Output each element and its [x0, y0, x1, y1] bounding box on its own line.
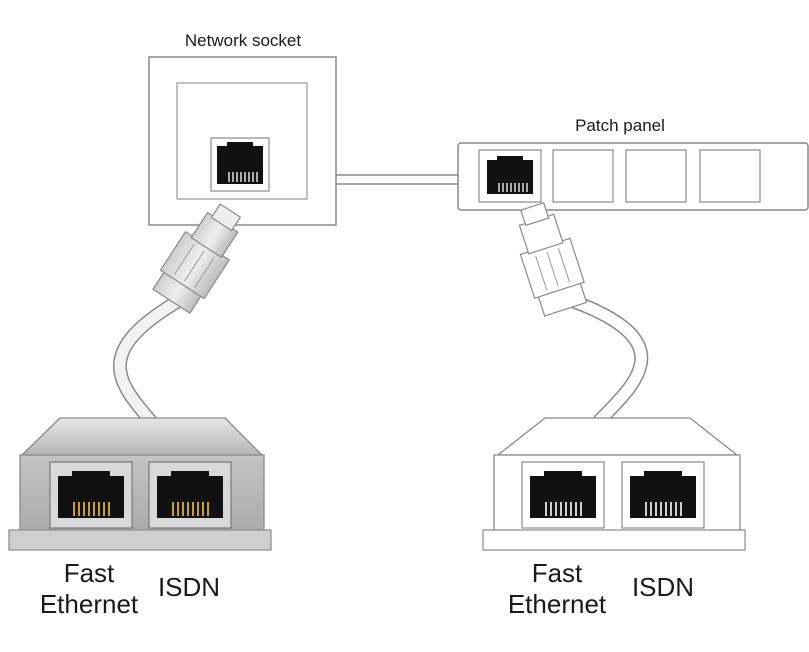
- socket-panel-link: [336, 174, 460, 185]
- right-splitter-base: [482, 529, 746, 551]
- left-splitter-port-isdn: [148, 461, 232, 529]
- left-splitter-port-fast-ethernet: [49, 461, 133, 529]
- left-splitter-base: [8, 529, 272, 551]
- left-port1-label-line2: Ethernet: [40, 589, 139, 619]
- right-port1-label-line1: Fast: [532, 558, 583, 588]
- patch-panel-empty-slot: [699, 149, 761, 203]
- left-splitter-top: [20, 417, 264, 456]
- patch-panel: Patch panel: [457, 116, 809, 211]
- network-socket-label: Network socket: [185, 31, 301, 50]
- right-rj45-plug: [518, 202, 588, 317]
- left-port1-label-line1: Fast: [64, 558, 115, 588]
- right-splitter-port-fast-ethernet: [521, 461, 605, 529]
- network-socket: Network socket: [148, 31, 337, 226]
- right-port1-label-line2: Ethernet: [508, 589, 607, 619]
- socket-rj45-jack: [210, 137, 270, 192]
- patch-panel-label: Patch panel: [575, 116, 665, 135]
- right-splitter: Fast Ethernet ISDN: [482, 417, 746, 619]
- right-port2-label: ISDN: [632, 572, 694, 602]
- right-cable: [563, 293, 649, 427]
- left-splitter: Fast Ethernet ISDN: [8, 417, 272, 619]
- patch-panel-empty-slot: [625, 149, 687, 203]
- right-splitter-port-isdn: [621, 461, 705, 529]
- left-rj45-plug: [152, 203, 242, 314]
- left-port2-label: ISDN: [158, 572, 220, 602]
- patch-panel-jack: [478, 149, 542, 203]
- patch-panel-empty-slot: [552, 149, 614, 203]
- left-cable: [113, 293, 187, 427]
- right-splitter-top: [496, 417, 739, 456]
